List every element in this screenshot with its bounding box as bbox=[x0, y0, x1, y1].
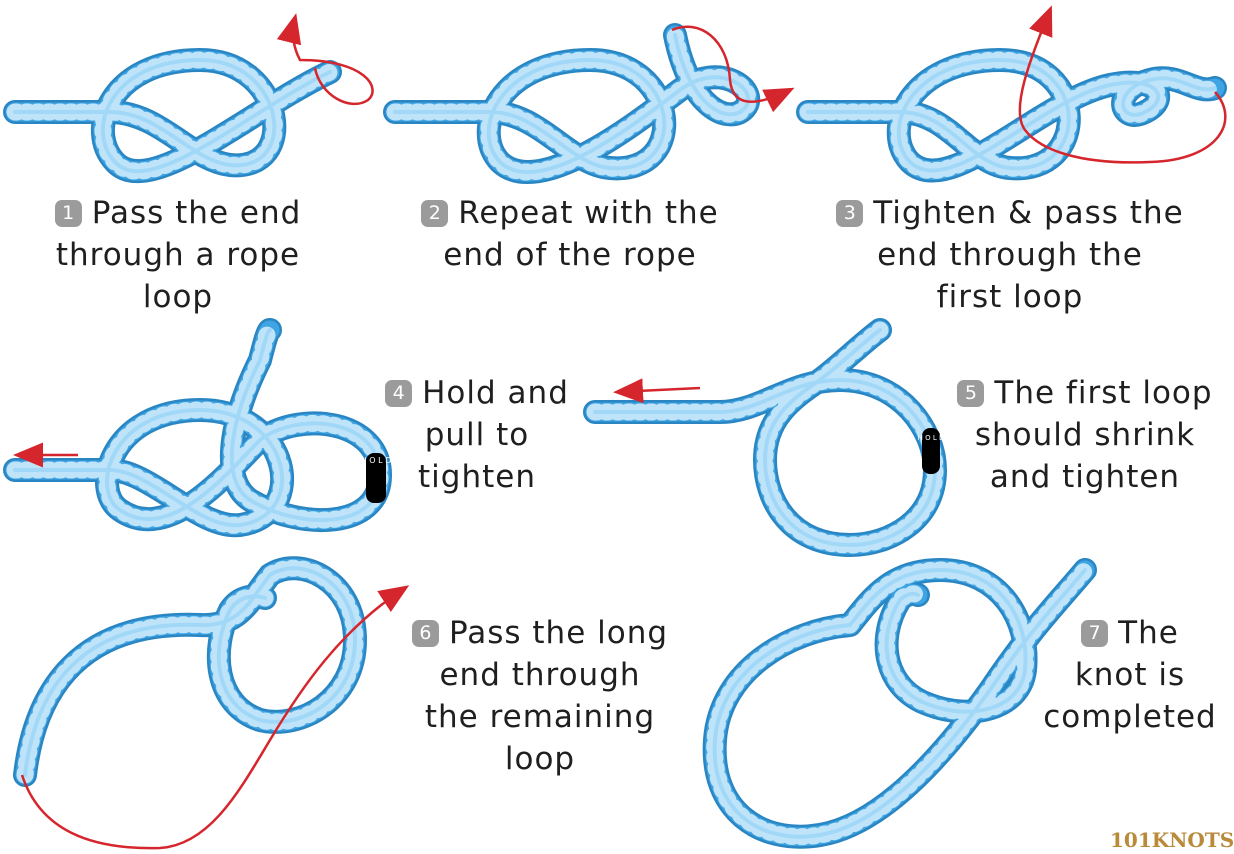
step-7-line-1: The bbox=[1118, 615, 1179, 651]
step-3-line-1: Tighten & pass the bbox=[873, 195, 1183, 231]
step-2-line-1: Repeat with the bbox=[458, 195, 718, 231]
step-1-line-2: through a rope bbox=[28, 234, 328, 276]
step-4-line-2: pull to bbox=[372, 414, 582, 456]
step-6-rope bbox=[25, 568, 355, 775]
step-7-line-2: knot is bbox=[1030, 654, 1230, 696]
step-1-rope bbox=[15, 60, 330, 171]
step-6-line-4: loop bbox=[390, 738, 690, 780]
step-5-line-1: The first loop bbox=[994, 375, 1212, 411]
step-3-line-3: first loop bbox=[800, 276, 1220, 318]
step-3-rope bbox=[808, 60, 1215, 171]
step-6-line-1: Pass the long bbox=[449, 615, 668, 651]
step-3-text: 3 Tighten & pass the end through the firs… bbox=[800, 192, 1220, 318]
step-5-badge: 5 bbox=[957, 380, 984, 407]
step-6-line-2: end through bbox=[390, 654, 690, 696]
step-3-badge: 3 bbox=[836, 200, 863, 227]
step-1-line-1: Pass the end bbox=[92, 195, 302, 231]
step-4-rope bbox=[15, 330, 380, 525]
step-2-text: 2 Repeat with the end of the rope bbox=[400, 192, 740, 276]
step-4-badge: 4 bbox=[385, 380, 412, 407]
step-2-badge: 2 bbox=[421, 200, 448, 227]
step-4-line-1: Hold and bbox=[422, 375, 569, 411]
step-4-text: 4 Hold and pull to tighten bbox=[372, 372, 582, 498]
step-3-line-2: end through the bbox=[800, 234, 1220, 276]
step-1-text: 1 Pass the end through a rope loop bbox=[28, 192, 328, 318]
step-6-line-3: the remaining bbox=[390, 696, 690, 738]
step-5-line-3: and tighten bbox=[940, 456, 1230, 498]
step-6-text: 6 Pass the long end through the remaining… bbox=[390, 612, 690, 780]
step-7-line-3: completed bbox=[1030, 696, 1230, 738]
step-7-text: 7 The knot is completed bbox=[1030, 612, 1230, 738]
step-5-rope bbox=[595, 330, 935, 545]
step-1-badge: 1 bbox=[55, 200, 82, 227]
step-5-text: 5 The first loop should shrink and tighte… bbox=[940, 372, 1230, 498]
step-7-badge: 7 bbox=[1081, 620, 1108, 647]
step-6-badge: 6 bbox=[412, 620, 439, 647]
step-1-line-3: loop bbox=[28, 276, 328, 318]
step-5-arrow bbox=[618, 388, 700, 392]
step-4-line-3: tighten bbox=[372, 456, 582, 498]
step-2-rope bbox=[395, 35, 748, 172]
step-5-line-2: should shrink bbox=[940, 414, 1230, 456]
step-2-line-2: end of the rope bbox=[400, 234, 740, 276]
brand-logo: 101KNOTS bbox=[1110, 828, 1234, 852]
